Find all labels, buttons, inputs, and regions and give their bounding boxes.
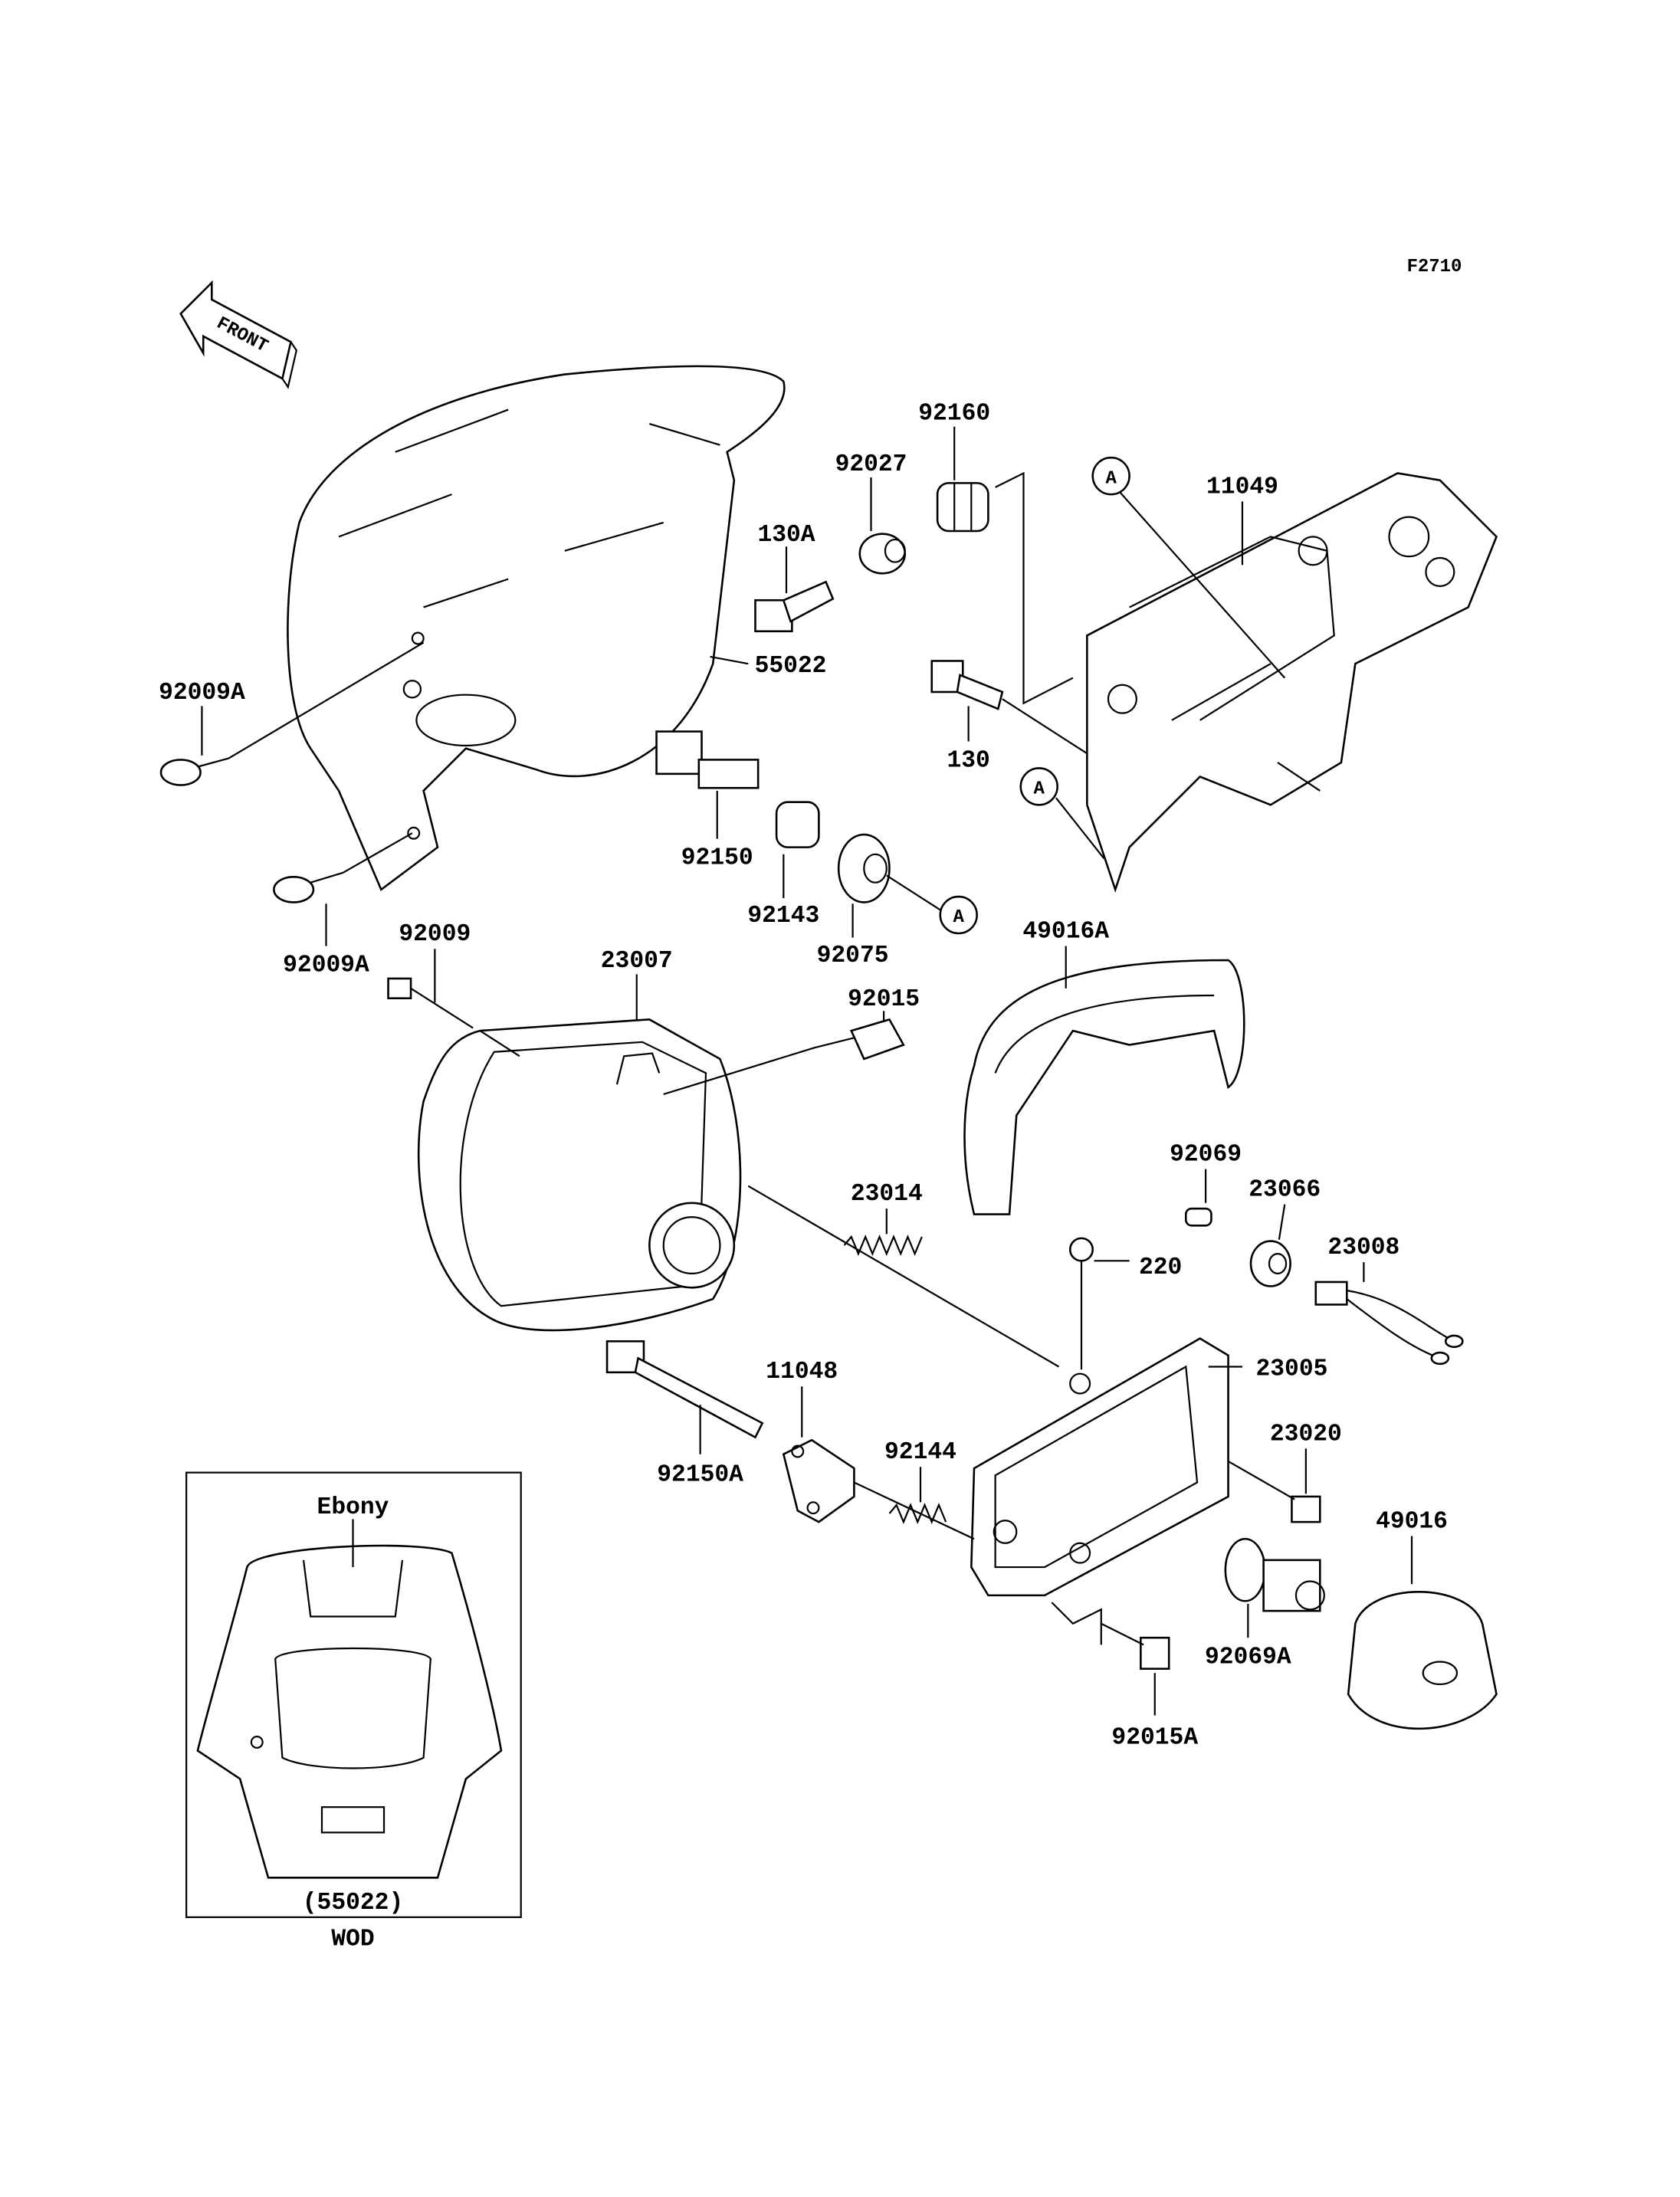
reference-marker-a-2: A [1019, 767, 1058, 806]
label-130A: 130A [757, 522, 815, 549]
grommet-23066 [1249, 1240, 1291, 1287]
collar-92143 [775, 801, 820, 848]
headlight-unit-23007 [417, 1018, 742, 1332]
bolt-130A [754, 580, 835, 633]
inset-part-ref: (55022) [303, 1890, 403, 1917]
grommet-92160 [936, 482, 989, 533]
nut-23020 [1291, 1495, 1321, 1523]
svg-text:A: A [1105, 468, 1117, 489]
label-23005: 23005 [1255, 1356, 1327, 1383]
headlight-cowl-55022 [287, 365, 786, 891]
inset-variant-label: WOD [331, 1926, 374, 1953]
socket-23008 [1314, 1280, 1464, 1366]
bolt-92150 [655, 730, 760, 789]
label-92009: 92009 [399, 921, 471, 948]
collar-92027 [858, 533, 907, 575]
reference-marker-a-1: A [1091, 456, 1130, 496]
label-11048: 11048 [766, 1359, 838, 1385]
part-labels: 92160 92027 11049 130A 55022 92009A 130 … [159, 400, 1448, 1953]
label-92069: 92069 [1170, 1142, 1242, 1169]
label-92160: 92160 [918, 400, 990, 427]
label-92009A-bottom: 92009A [283, 953, 369, 979]
label-220: 220 [1139, 1254, 1182, 1281]
screw-220 [1068, 1237, 1094, 1278]
spring-92144 [888, 1503, 947, 1524]
headlight-frame-23005 [970, 1337, 1229, 1645]
label-11049: 11049 [1206, 474, 1278, 500]
bracket-11048 [782, 1438, 855, 1523]
front-arrow-icon: FRONT [179, 280, 298, 389]
reference-marker-a-3: A [939, 895, 978, 935]
spring-23014 [843, 1235, 923, 1256]
inset-wod-ebony [185, 1471, 522, 1918]
label-92144: 92144 [884, 1439, 956, 1466]
nut-92015 [849, 1018, 905, 1061]
figure-code: F2710 [1407, 257, 1462, 277]
bolt-92009A-top [159, 757, 229, 786]
screw-92009 [387, 977, 474, 1029]
label-55022: 55022 [755, 653, 827, 680]
label-92015A: 92015A [1111, 1724, 1198, 1751]
label-23014: 23014 [851, 1181, 923, 1208]
label-49016A: 49016A [1022, 919, 1109, 946]
label-49016: 49016 [1376, 1508, 1448, 1535]
svg-text:A: A [1034, 779, 1045, 800]
label-130: 130 [947, 748, 989, 775]
label-92009A-top: 92009A [159, 680, 245, 707]
label-23066: 23066 [1249, 1177, 1321, 1204]
label-92069A: 92069A [1205, 1644, 1291, 1671]
inset-color-label: Ebony [317, 1494, 389, 1521]
bulb-92069 [1185, 1207, 1212, 1227]
label-92143: 92143 [747, 903, 819, 930]
bolt-92009A-bottom [273, 871, 343, 903]
cap-49016 [1347, 1590, 1498, 1730]
label-23007: 23007 [601, 948, 673, 975]
label-92015: 92015 [848, 986, 920, 1013]
svg-text:A: A [953, 907, 965, 928]
label-23020: 23020 [1270, 1421, 1342, 1448]
label-92027: 92027 [835, 451, 907, 478]
bulb-92069A [1224, 1537, 1325, 1612]
label-23008: 23008 [1327, 1235, 1399, 1261]
bolt-92150A [605, 1340, 764, 1439]
bracket-11049 [1086, 472, 1498, 893]
label-92150A: 92150A [657, 1462, 743, 1489]
label-92075: 92075 [817, 943, 889, 969]
cover-49016A [963, 959, 1245, 1215]
label-92150: 92150 [681, 845, 753, 872]
bolt-130 [930, 660, 1004, 710]
grommet-92075 [837, 833, 891, 903]
nut-92015A [1140, 1636, 1170, 1670]
